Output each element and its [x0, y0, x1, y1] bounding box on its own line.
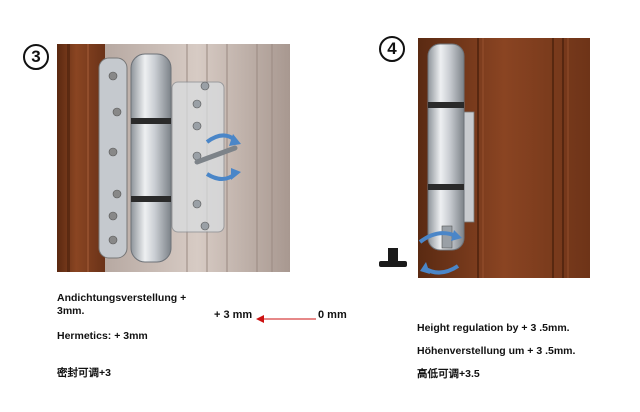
range-to-label: 0 mm: [318, 309, 347, 321]
step-4-number: 4: [379, 36, 405, 62]
step-3-number: 3: [23, 44, 49, 70]
hinge-hermetic-adjustment-image: [57, 44, 290, 272]
range-from-label: + 3 mm: [214, 309, 253, 321]
hermetics-en: Hermetics: + 3mm: [57, 330, 148, 342]
height-regulation-cn: 高低可调+3.5: [417, 368, 480, 380]
adjust-de-line1: Andichtungsverstellung +: [57, 292, 187, 304]
range-arrow: [256, 311, 316, 323]
hex-key-icon: [376, 246, 410, 270]
hermetics-cn: 密封可调+3: [57, 367, 111, 379]
height-regulation-de: Höhenverstellung um + 3 .5mm.: [417, 345, 576, 357]
hinge-height-regulation-image: [418, 38, 590, 278]
adjust-de-line2: 3mm.: [57, 305, 85, 317]
height-regulation-en: Height regulation by + 3 .5mm.: [417, 322, 570, 334]
